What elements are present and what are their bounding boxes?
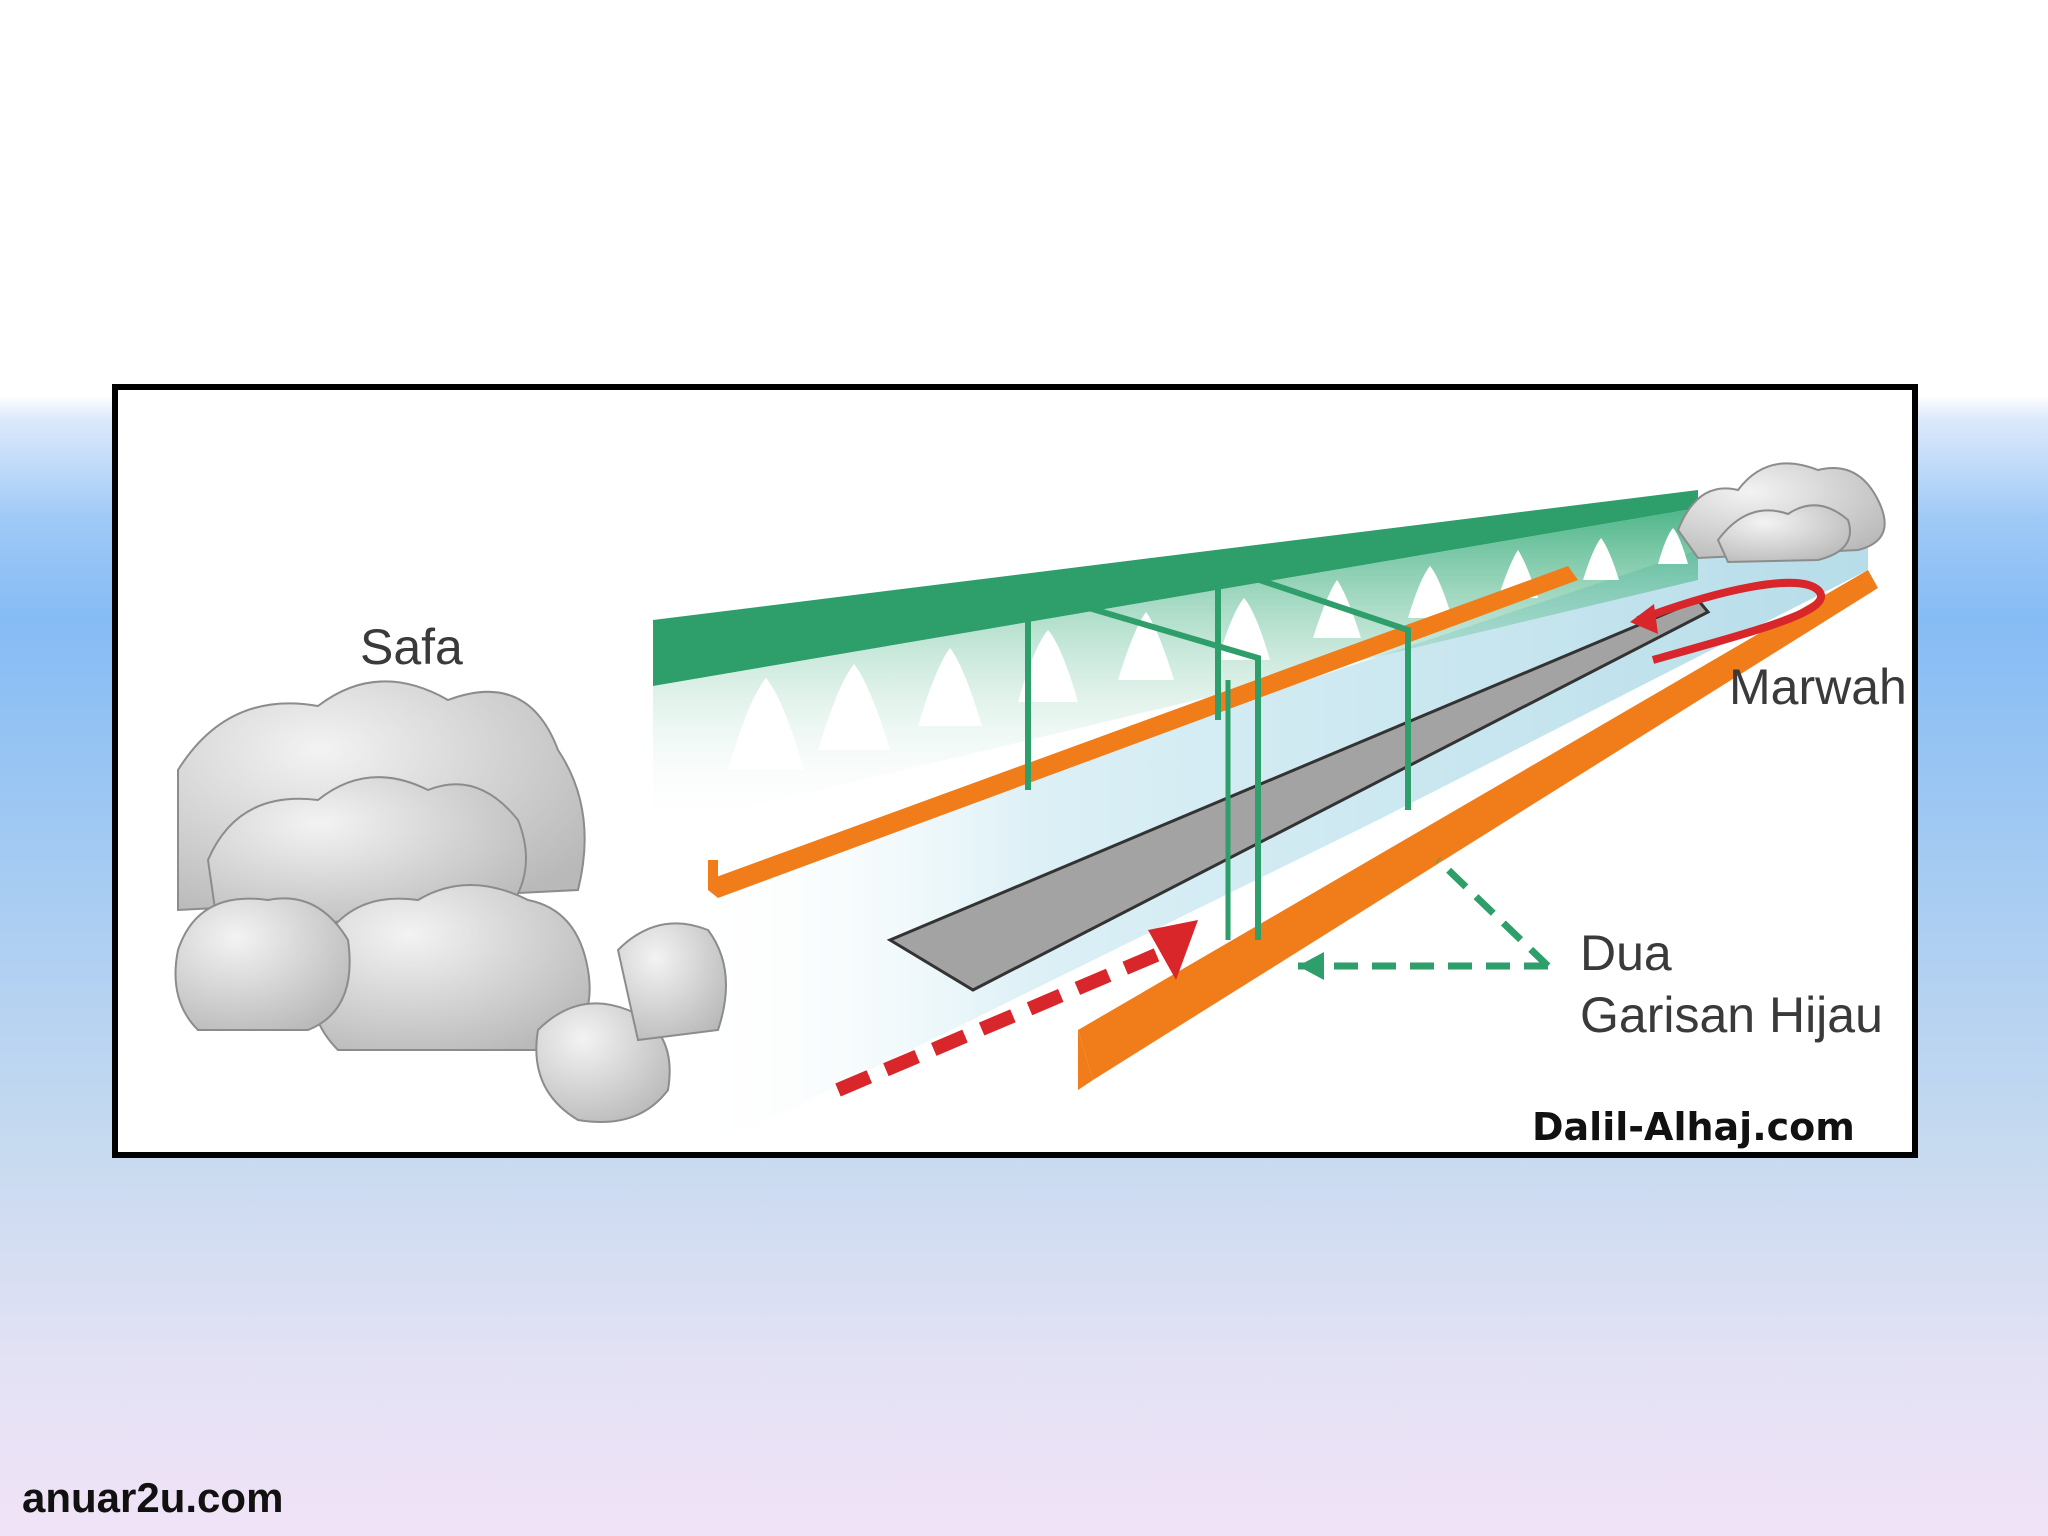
safa-rocks xyxy=(174,680,727,1123)
green-marker-frame-far xyxy=(1215,561,1411,810)
right-orange-wall xyxy=(1078,570,1878,1080)
red-direction-arrow xyxy=(835,920,1198,1097)
diagram-frame: Safa Marwah Dua Garisan Hijau Dalil-Alha… xyxy=(112,384,1918,1158)
dua-label: Dua xyxy=(1580,925,1672,981)
source-credit: Dalil-Alhaj.com xyxy=(1532,1105,1855,1149)
green-marker-frame-near xyxy=(1025,585,1261,940)
safa-label: Safa xyxy=(360,619,463,675)
marwah-label: Marwah xyxy=(1729,659,1907,715)
marwah-rocks xyxy=(1676,462,1886,564)
red-return-arrow xyxy=(1630,578,1825,664)
garisan-hijau-label: Garisan Hijau xyxy=(1580,987,1883,1043)
path-strip xyxy=(886,598,1711,992)
footer-site: anuar2u.com xyxy=(22,1474,284,1521)
arch-wall xyxy=(653,490,1698,830)
sai-corridor-diagram xyxy=(174,462,1886,1130)
left-orange-wall xyxy=(708,566,1578,898)
green-leader-lines xyxy=(1298,857,1551,980)
